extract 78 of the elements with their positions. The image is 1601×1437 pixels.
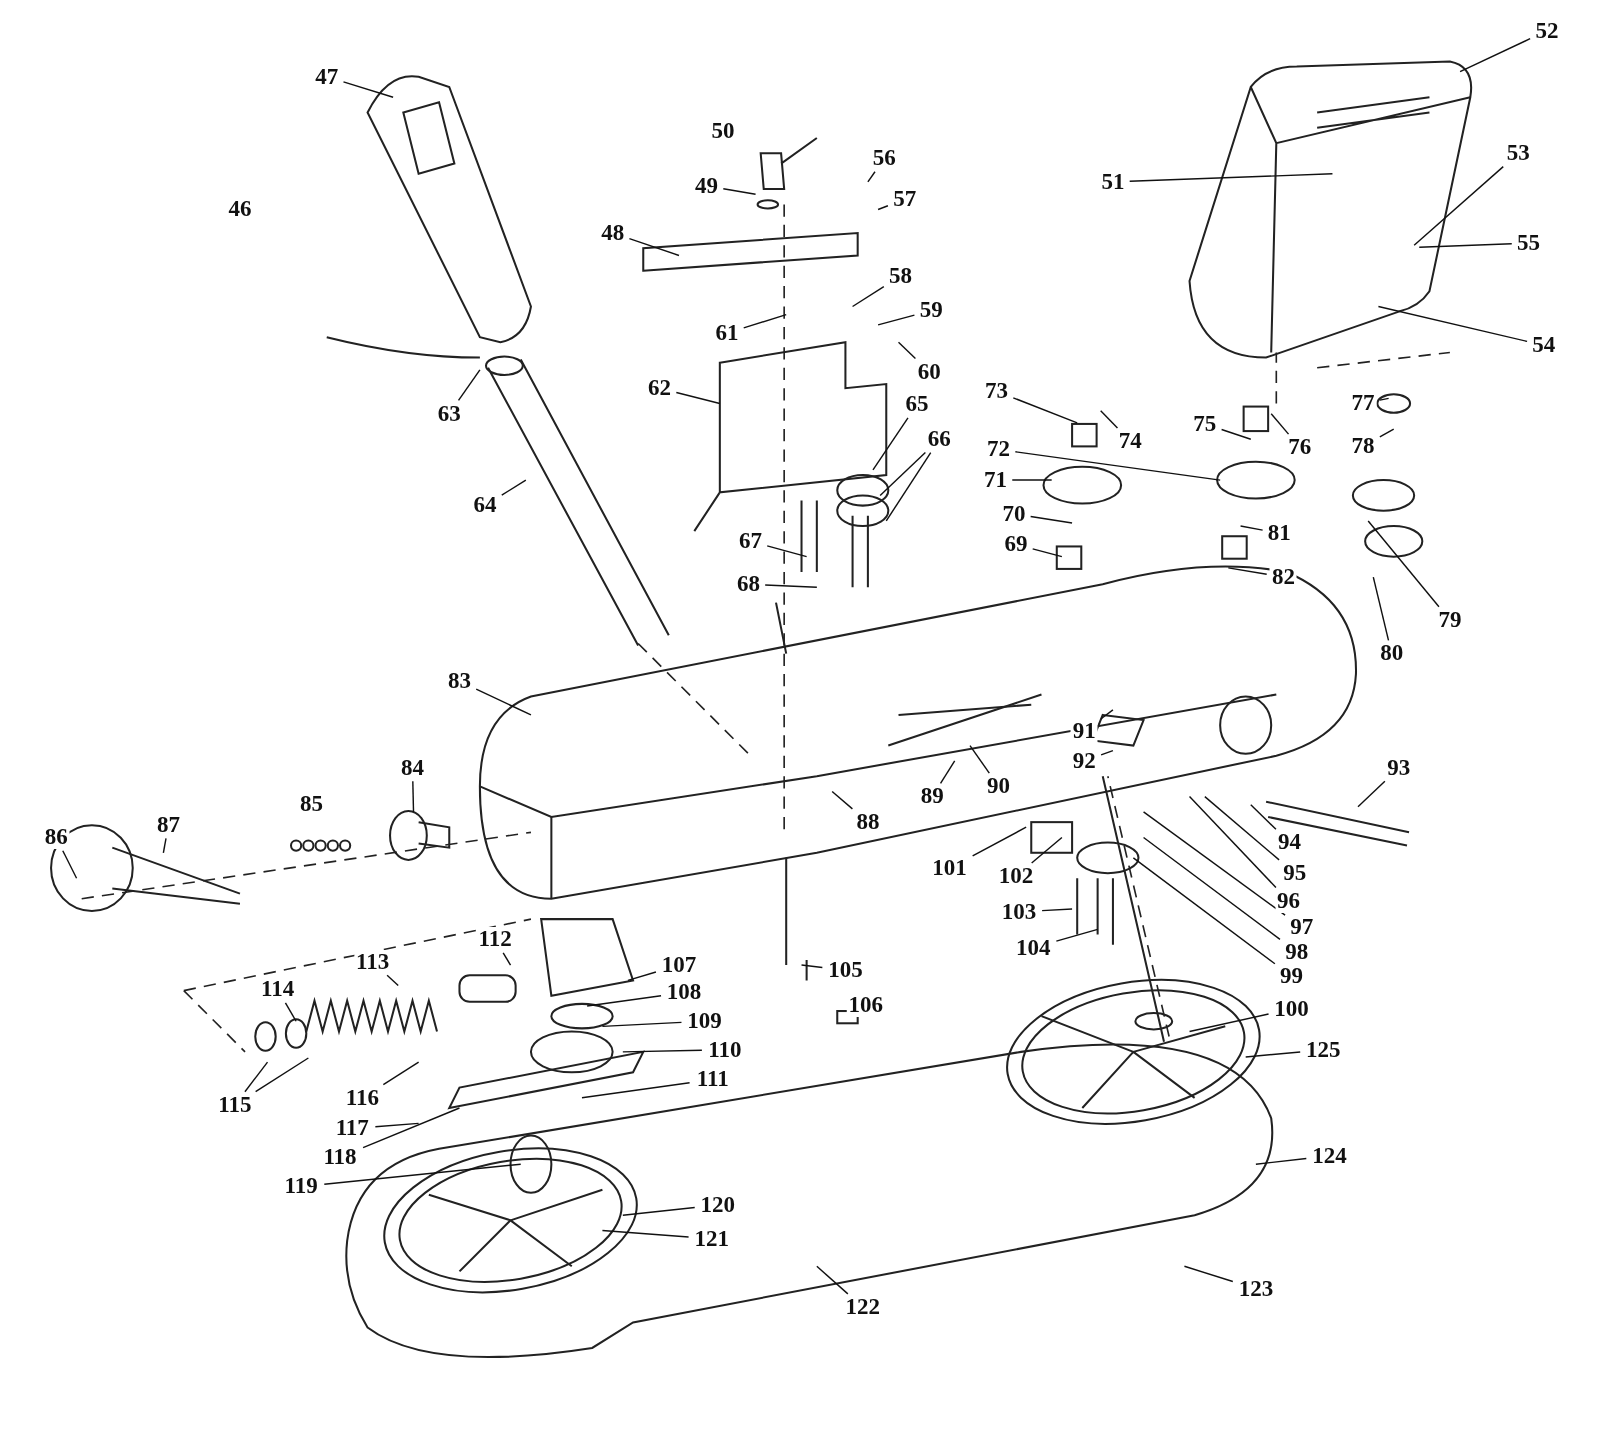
leader-line <box>1142 811 1286 916</box>
leader-line <box>1100 749 1114 756</box>
leader-line <box>342 81 394 98</box>
leader-line <box>1029 515 1073 524</box>
leader-line <box>1379 428 1395 438</box>
leader-line <box>1041 908 1073 912</box>
leader-line <box>879 451 927 497</box>
leader-line <box>831 790 854 810</box>
leader-line <box>1227 567 1268 575</box>
leader-line <box>457 369 481 402</box>
leader-line <box>1220 428 1252 440</box>
leader-line <box>244 1061 269 1093</box>
leader-line <box>764 584 818 588</box>
leader-line <box>1377 305 1528 343</box>
leader-line <box>323 1163 522 1185</box>
leader-line <box>877 205 889 211</box>
leader-line <box>877 314 916 326</box>
leader-line <box>1459 38 1531 73</box>
leader-line <box>1255 1157 1308 1165</box>
leader-line <box>1128 173 1334 183</box>
leader-line <box>1244 1051 1301 1058</box>
leader-line <box>1100 709 1114 720</box>
leader-line <box>939 760 956 785</box>
leader-line <box>374 1122 420 1128</box>
leader-line <box>627 971 657 982</box>
leader-line <box>475 688 532 716</box>
leader-line <box>586 995 662 1007</box>
leader-line <box>971 826 1027 857</box>
leader-line <box>1204 795 1280 861</box>
leader-line <box>1142 836 1281 941</box>
leader-line <box>1188 795 1277 889</box>
leader-line <box>1031 548 1063 558</box>
leader-line <box>1413 165 1504 246</box>
leader-line <box>1055 928 1099 942</box>
leader-line <box>1372 576 1390 642</box>
leader-line <box>162 837 167 854</box>
leader-line <box>362 1107 461 1149</box>
leader-line <box>1379 397 1390 401</box>
leader-line <box>581 1081 691 1099</box>
leader-line <box>897 341 917 360</box>
leader-line <box>872 417 909 471</box>
leader-line <box>501 479 527 496</box>
leader-line <box>1250 804 1277 830</box>
leader-line <box>502 952 512 966</box>
leader-line <box>1183 1265 1234 1283</box>
leader-line <box>622 1206 696 1216</box>
leader-line <box>622 1049 703 1053</box>
leader-line <box>601 1229 690 1238</box>
leader-line <box>800 964 824 969</box>
leader-line <box>254 1057 310 1093</box>
leader-line <box>1239 525 1264 531</box>
leader-line <box>885 451 932 522</box>
leader-line <box>284 1002 297 1022</box>
leader-line <box>1270 413 1290 435</box>
leader-line <box>722 188 757 195</box>
leader-line <box>412 780 415 813</box>
leader-line <box>1011 479 1053 481</box>
leader-line <box>601 1021 683 1028</box>
leader-line <box>766 545 808 558</box>
leader-line <box>867 171 876 183</box>
leader-line <box>1357 780 1386 808</box>
leader-line <box>1188 1013 1270 1033</box>
leader-line <box>386 974 399 987</box>
leader-line <box>1132 857 1276 965</box>
leader-line <box>628 237 680 257</box>
leader-line <box>1367 520 1440 608</box>
leader-line <box>1014 451 1221 481</box>
leader-line <box>743 313 787 329</box>
leader-line <box>62 850 78 879</box>
leader-line <box>1418 243 1513 248</box>
leader-line <box>1012 397 1078 424</box>
leader-line <box>675 391 721 405</box>
leader-line <box>816 1265 849 1295</box>
leader-line <box>1030 836 1063 864</box>
leader-line <box>1099 409 1119 429</box>
leader-line <box>969 744 990 774</box>
leader-line <box>382 1061 420 1086</box>
leader-line <box>851 285 885 308</box>
